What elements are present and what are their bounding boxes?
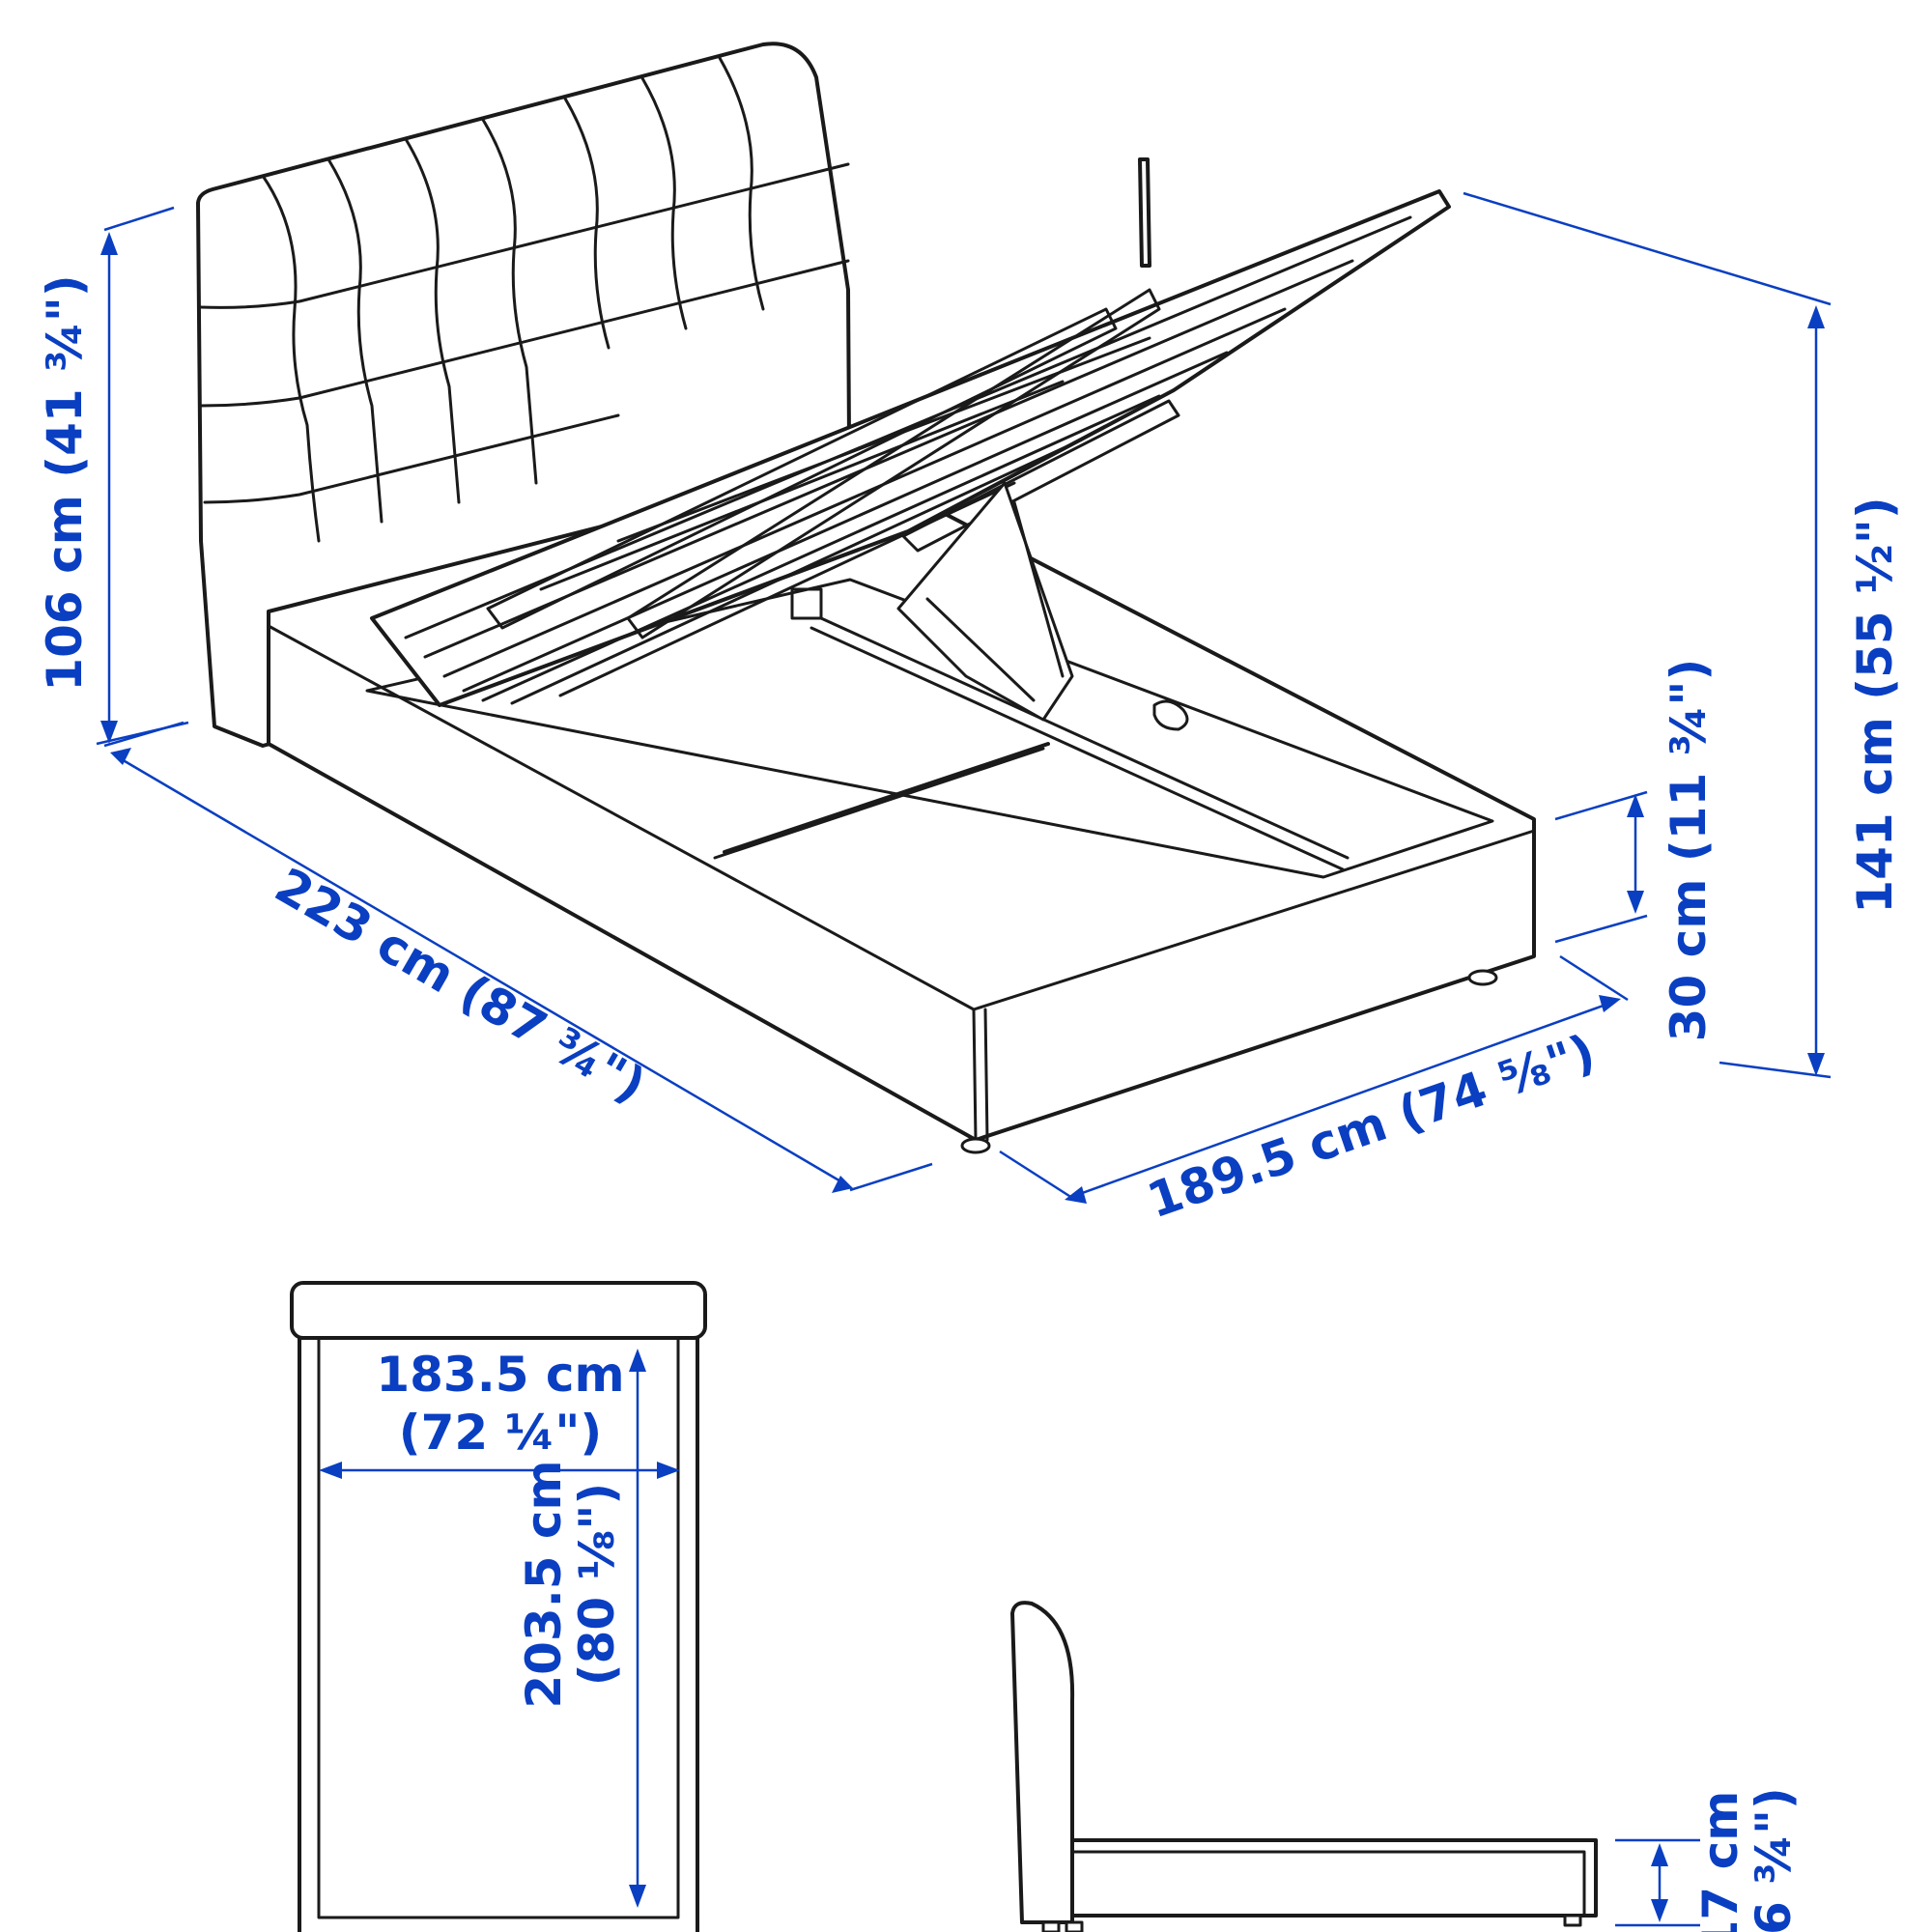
side-view-headboard [1010,1601,1075,1924]
total-height-label: 141 cm (55 ½") [1847,497,1903,913]
dim-total-height: 141 cm (55 ½") [1463,191,1903,1079]
dim-frame-height: 30 cm (11 ¾") [1554,659,1717,1042]
side-view [1010,1601,1598,1932]
dim-headboard-height: 106 cm (41 ¾") [37,206,185,748]
top-view [290,1281,707,1932]
storage-width-in-label: (72 ¼") [399,1405,603,1461]
headboard-tufting [199,56,850,543]
floor-clearance-cm-label: 17 cm [1692,1791,1748,1932]
frame-height-label: 30 cm (11 ¾") [1661,659,1717,1042]
bed-frame [267,462,1536,1142]
side-view-frame [1070,1838,1598,1918]
lifted-slat-base [370,157,1451,731]
dim-floor-clearance: 17 cm (6 ¾") [1615,1787,1802,1932]
storage-compartment [365,578,1494,879]
storage-length-cm-label: 203.5 cm [516,1460,572,1708]
headboard-height-label: 106 cm (41 ¾") [37,274,93,691]
top-view-frame [298,1336,699,1932]
top-view-headboard [290,1281,707,1340]
dim-storage-length: 203.5 cm (80 ⅛") [516,1349,646,1908]
storage-length-in-label: (80 ⅛") [569,1483,625,1687]
storage-width-cm-label: 183.5 cm [376,1347,624,1403]
floor-clearance-in-label: (6 ¾") [1746,1787,1802,1932]
bed-iso-illustration [196,42,1536,1154]
dim-storage-width: 183.5 cm (72 ¼") [319,1347,680,1479]
